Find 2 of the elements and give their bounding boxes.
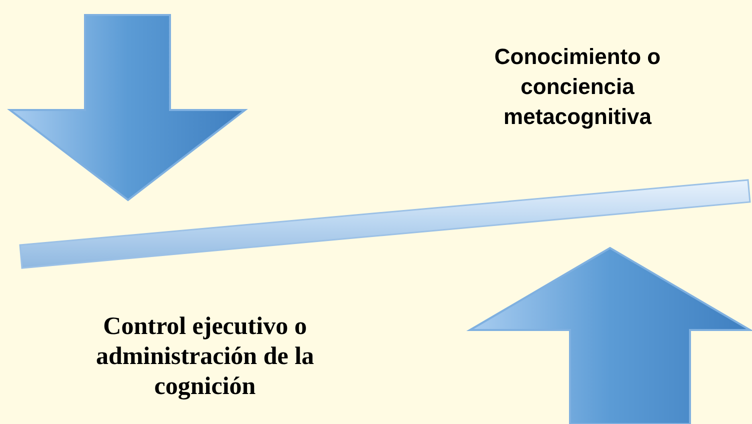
label-text: Control ejecutivo o administración de la cognición (94, 312, 316, 402)
label-text: Conocimiento o conciencia metacognitiva (493, 43, 662, 131)
